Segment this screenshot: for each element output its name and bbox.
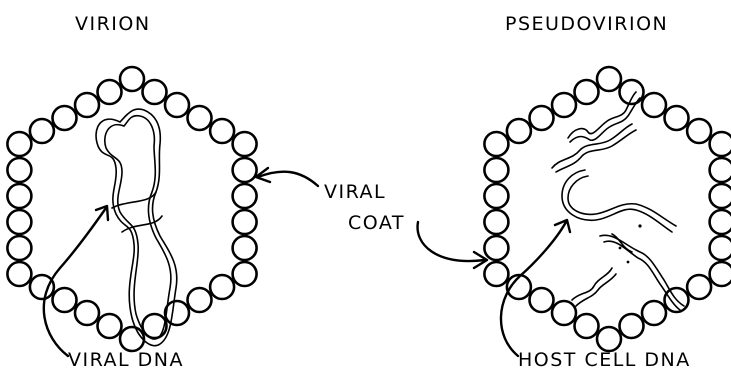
capsid-subunit <box>573 78 600 106</box>
viral-coat-arrow-to-pseudovirion <box>416 220 489 270</box>
pseudovirion-capsid <box>483 65 731 353</box>
virion-capsid <box>6 65 258 353</box>
viral-dna-label: VIRAL DNA <box>68 349 184 371</box>
capsid-subunit <box>208 117 236 145</box>
pseudovirion-title: PSEUDOVIRION <box>505 13 668 35</box>
capsid-subunit <box>73 299 101 327</box>
capsid-subunit <box>51 104 78 132</box>
capsid-subunit <box>163 299 191 327</box>
capsid-subunit <box>483 208 510 236</box>
capsid-subunit <box>708 130 731 158</box>
capsid-subunit <box>186 286 213 314</box>
capsid-subunit <box>96 312 123 340</box>
capsid-subunit <box>208 273 236 301</box>
capsid-subunit <box>141 312 168 340</box>
capsid-subunit <box>708 156 731 184</box>
capsid-subunit <box>51 286 78 314</box>
capsid-subunit <box>708 208 731 236</box>
host-cell-dna-arrow <box>499 218 572 358</box>
capsid-subunit <box>640 91 668 119</box>
capsid-subunit <box>231 234 258 262</box>
capsid-subunit <box>6 208 33 236</box>
capsid-subunit <box>231 208 258 236</box>
capsid-subunit <box>483 182 510 210</box>
capsid-subunit <box>231 130 258 158</box>
capsid-subunit <box>231 260 258 288</box>
capsid-subunit <box>505 273 533 301</box>
capsid-subunit <box>483 130 510 158</box>
capsid-subunit <box>505 117 533 145</box>
capsid-subunit <box>118 325 146 353</box>
capsid-subunit <box>483 156 510 184</box>
capsid-subunit <box>163 91 191 119</box>
capsid-subunit <box>618 312 645 340</box>
viral-dna-strand <box>95 108 178 347</box>
host-cell-dna-label: HOST CELL DNA <box>518 349 691 371</box>
capsid-subunit <box>708 234 731 262</box>
capsid-subunit <box>708 182 731 210</box>
capsid-subunit <box>28 117 56 145</box>
capsid-subunit <box>708 260 731 288</box>
capsid-subunit <box>528 286 555 314</box>
capsid-subunit <box>186 104 213 132</box>
viral-coat-label-line1: VIRAL <box>324 181 386 203</box>
capsid-subunit <box>6 156 33 184</box>
capsid-subunit <box>96 78 123 106</box>
capsid-subunit <box>685 117 713 145</box>
capsid-subunit <box>640 299 668 327</box>
capsid-subunit <box>573 312 600 340</box>
viral-dna-arrow <box>42 204 110 358</box>
capsid-subunit <box>483 260 510 288</box>
capsid-subunit <box>685 273 713 301</box>
capsid-subunit <box>663 104 690 132</box>
capsid-subunit <box>28 273 56 301</box>
capsid-subunit <box>6 130 33 158</box>
host-cell-dna-fragments <box>551 91 685 311</box>
capsid-subunit <box>118 65 146 93</box>
viral-coat-arrow-to-virion <box>254 166 320 188</box>
capsid-subunit <box>231 182 258 210</box>
capsid-subunit <box>483 234 510 262</box>
capsid-subunit <box>550 91 578 119</box>
viral-coat-label-line2: COAT <box>348 212 405 234</box>
capsid-subunit <box>73 91 101 119</box>
capsid-subunit <box>550 299 578 327</box>
capsid-subunit <box>6 260 33 288</box>
capsid-subunit <box>618 78 645 106</box>
capsid-subunit <box>595 65 623 93</box>
capsid-subunit <box>141 78 168 106</box>
virion-title: VIRION <box>75 13 151 35</box>
capsid-subunit <box>528 104 555 132</box>
capsid-subunit <box>6 234 33 262</box>
capsid-subunit <box>231 156 258 184</box>
capsid-subunit <box>595 325 623 353</box>
capsid-subunit <box>6 182 33 210</box>
